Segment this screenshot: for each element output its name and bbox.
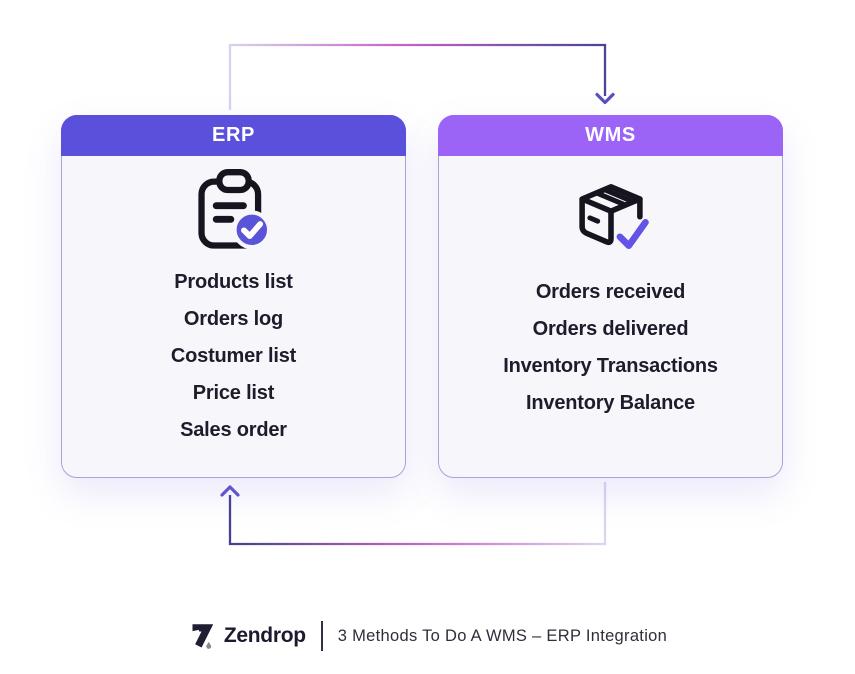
list-item: Sales order [180,419,287,441]
list-item: Orders log [183,308,284,330]
package-check-icon [571,182,651,256]
list-item: Orders delivered [532,318,689,340]
wms-card-header: WMS [438,115,783,156]
clipboard-check-icon [193,168,275,256]
footer-tagline: 3 Methods To Do A WMS – ERP Integration [337,626,668,645]
brand-name: Zendrop [223,624,306,647]
wms-title: WMS [585,124,636,146]
list-item: Inventory Transactions [503,355,718,377]
footer: Zendrop 3 Methods To Do A WMS – ERP Inte… [0,617,855,655]
list-item: Inventory Balance [526,392,695,414]
list-item: Costumer list [170,345,297,367]
arrow-erp-to-wms-head [595,92,615,105]
footer-divider [320,621,323,651]
arrow-wms-to-erp-head [220,485,240,497]
list-item: Orders received [535,281,686,303]
arrow-wms-to-erp-line [228,482,607,546]
erp-title: ERP [212,124,255,146]
arrow-erp-to-wms-line [228,43,607,110]
list-item: Price list [192,382,275,404]
zendrop-bolt-icon [188,621,215,651]
erp-card-header: ERP [61,115,406,156]
list-item: Products list [174,271,293,293]
